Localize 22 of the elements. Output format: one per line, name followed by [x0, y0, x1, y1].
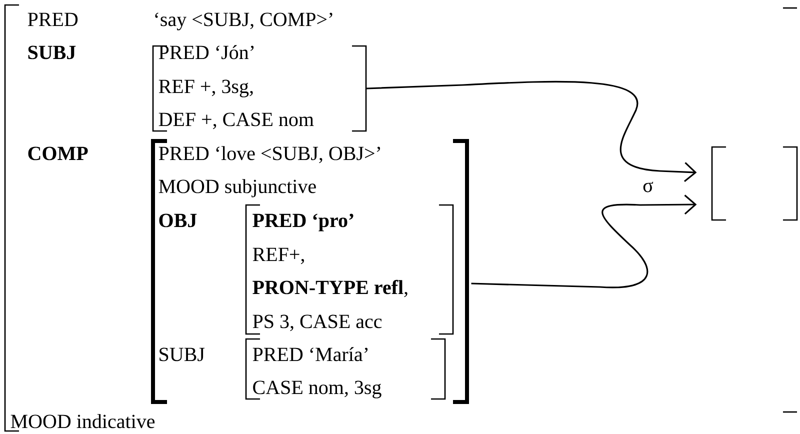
- feature-row: MOOD subjunctive: [158, 179, 316, 198]
- attribute-label: SUBJ: [28, 46, 76, 60]
- feature-row: DEF +, CASE nom: [158, 112, 314, 130]
- feature-row: CASE nom, 3sg: [253, 380, 382, 398]
- feature-row: PRED ‘Jón’: [158, 45, 254, 60]
- curved-arrow: [366, 80, 697, 182]
- attribute-label: OBJ: [159, 214, 197, 228]
- feature-row: MOOD indicative: [10, 414, 155, 428]
- feature-row: REF +, 3sg,: [158, 80, 253, 98]
- attribute-label: SUBJ: [160, 348, 205, 362]
- feature-row: PRED ‘pro’: [252, 214, 354, 232]
- square-brackets: [711, 146, 798, 221]
- feature-row: PS 3, CASE acc: [252, 314, 382, 332]
- feature-row: PRED ‘María’: [252, 347, 368, 362]
- edge-label: σ: [641, 180, 655, 194]
- curved-arrow: [471, 194, 697, 288]
- feature-value: ‘say <SUBJ, COMP>’: [155, 12, 332, 30]
- feature-row: REF+,: [252, 248, 304, 264]
- feature-row: PRED ‘love <SUBJ, OBJ>’: [158, 146, 380, 164]
- attribute-label: PRED: [28, 12, 78, 26]
- attribute-label: COMP: [28, 146, 88, 160]
- feature-row: PRON-TYPE refl,: [252, 280, 408, 298]
